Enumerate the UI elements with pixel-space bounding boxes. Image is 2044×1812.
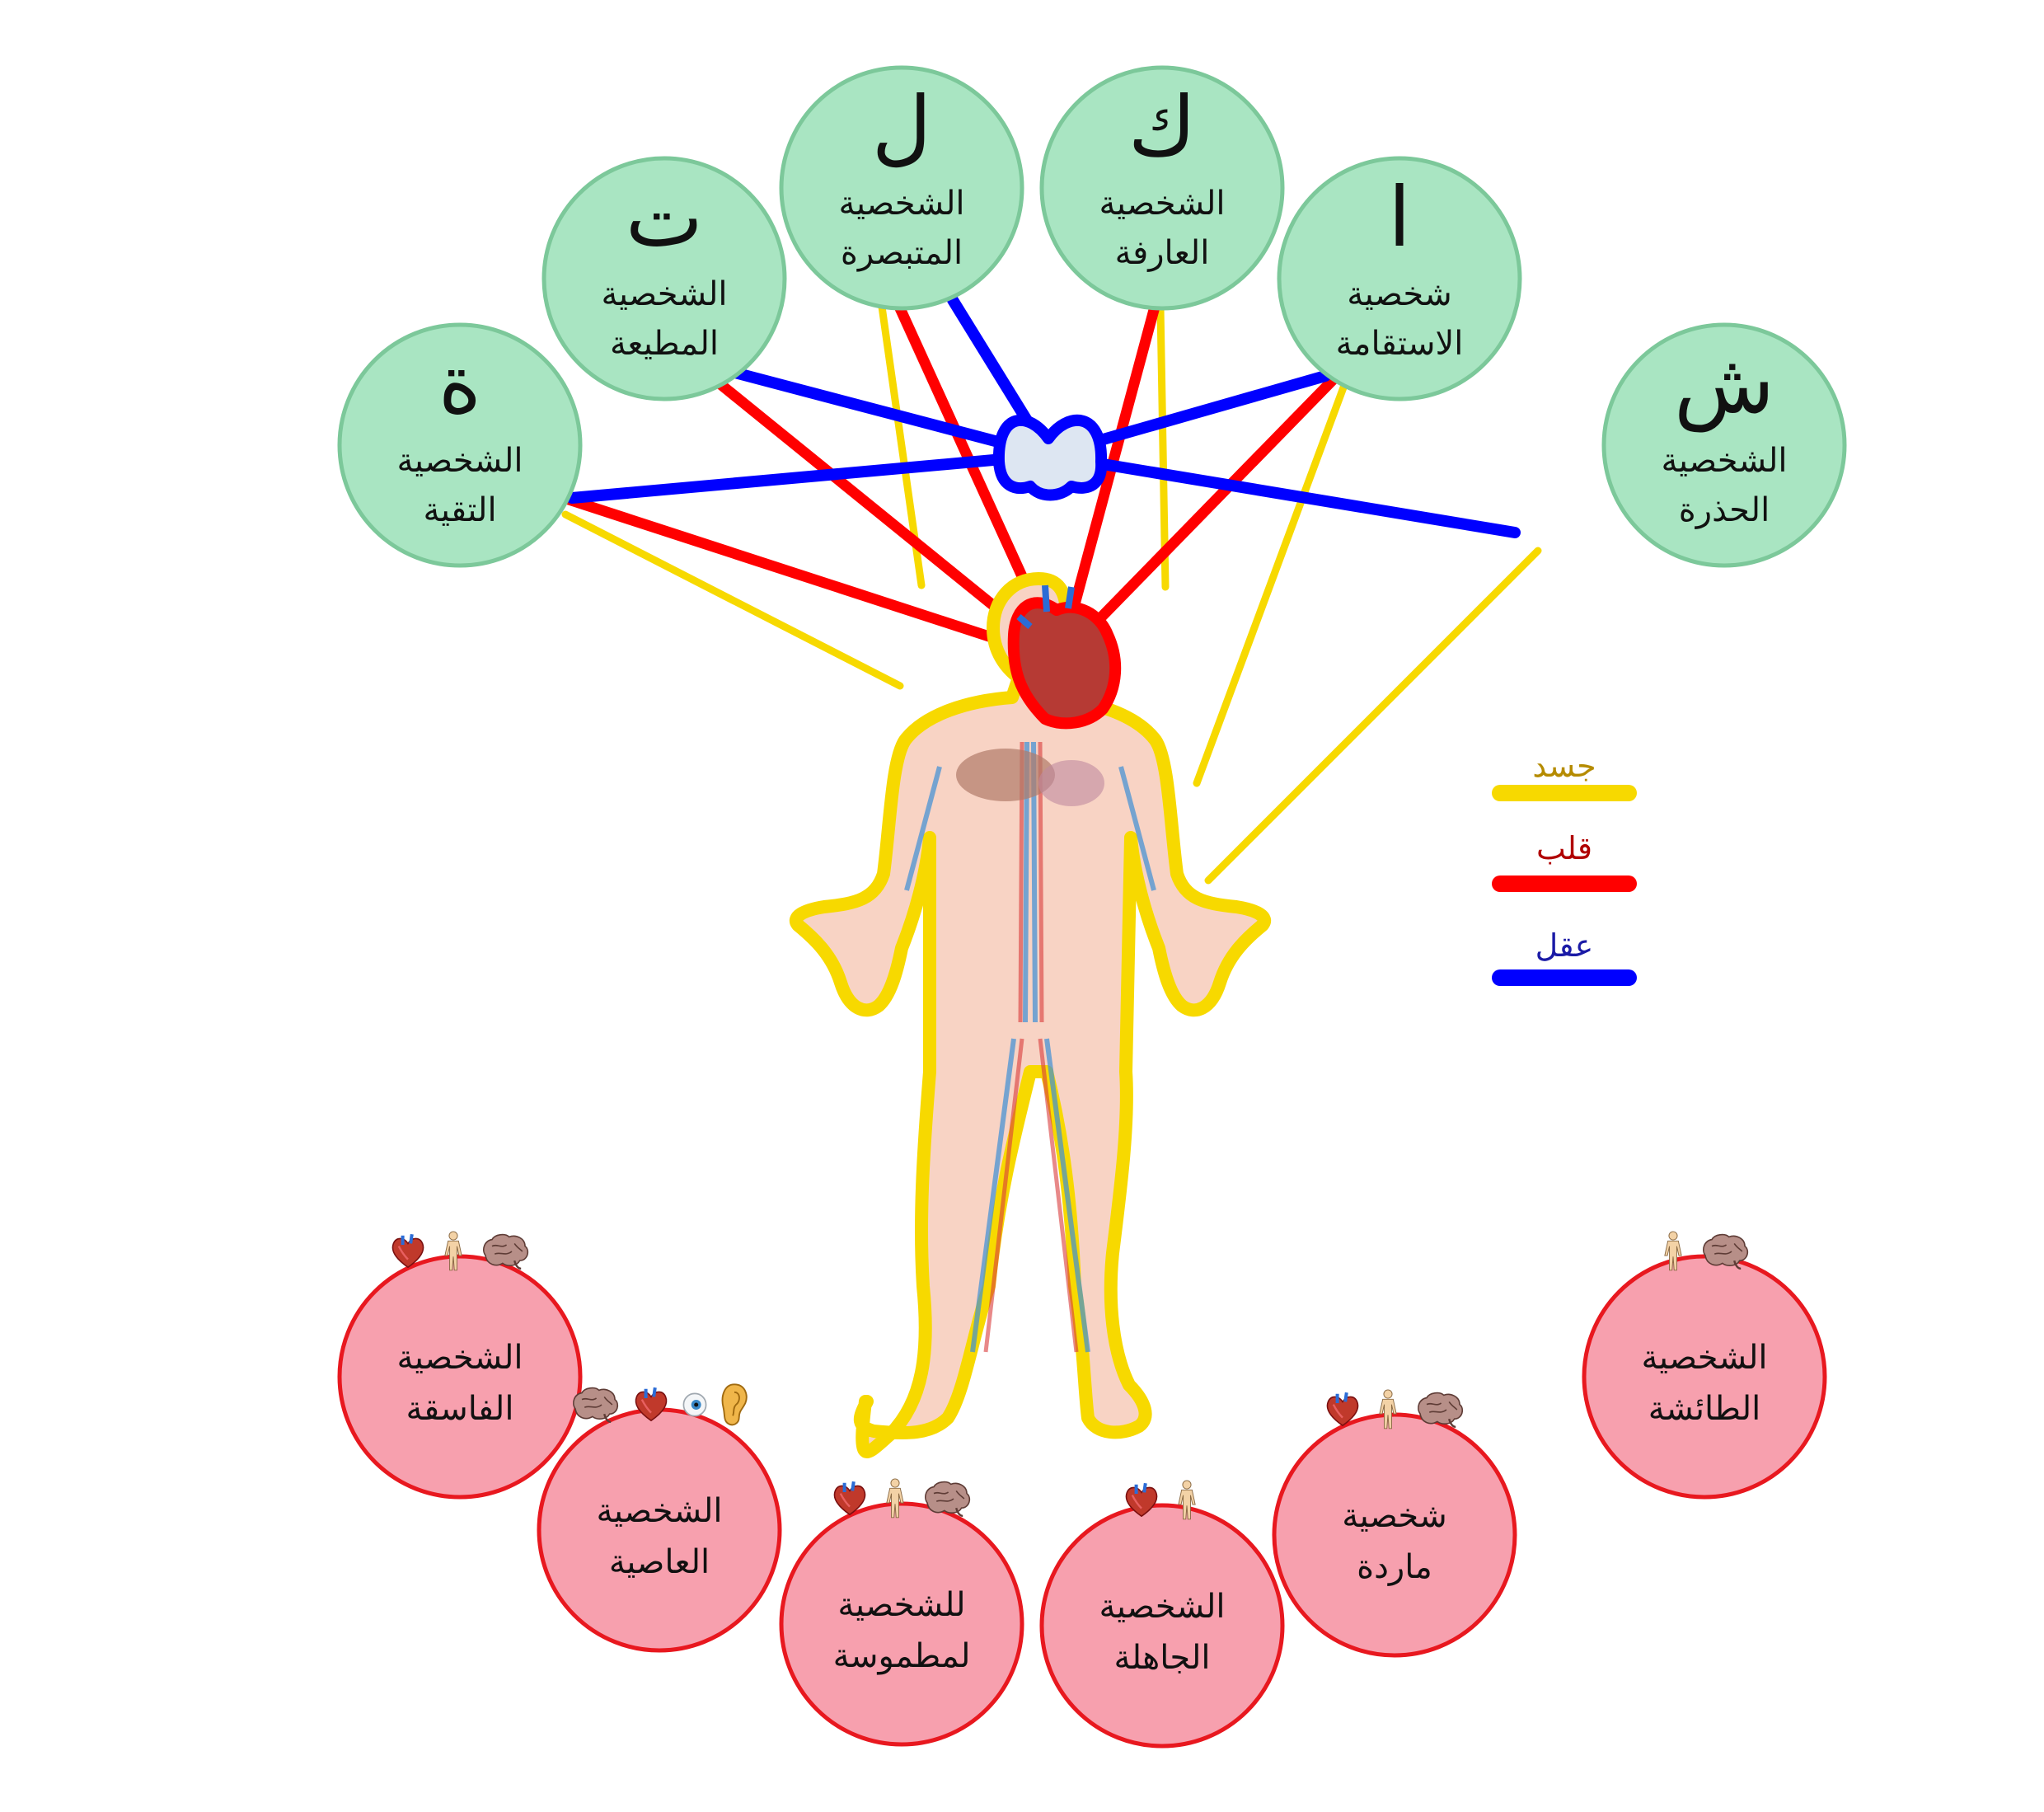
personality-label-line2: الفاسقة — [406, 1390, 514, 1428]
personality-letter: ة — [438, 336, 481, 432]
personality-label-line2: العاصية — [609, 1543, 710, 1581]
personality-label-line1: شخصية — [1347, 275, 1452, 313]
good-circle-shape — [1039, 65, 1285, 311]
good-personality-circle: ش الشخصية الحذرة — [1601, 322, 1847, 568]
bad-circle-shape — [1039, 1503, 1285, 1749]
personality-label-line2: التقية — [423, 491, 496, 529]
good-circle-shape — [1277, 156, 1522, 401]
connection-line-heart — [1054, 304, 1160, 665]
personality-label-line2: الاستقامة — [1336, 325, 1464, 363]
heart-outline — [1007, 597, 1122, 730]
good-personality-circle: ا شخصية الاستقامة — [1277, 156, 1522, 401]
personality-label-line1: للشخصية — [837, 1586, 965, 1624]
personality-label-line1: الشخصية — [1641, 1339, 1767, 1377]
brain-icon — [924, 1481, 971, 1518]
bad-personality-circles: الشخصية الفاسقة الشخصية العاصية للشخصية لمطمو… — [337, 1231, 1827, 1749]
vein-lines — [904, 741, 1156, 1353]
personality-label-line1: الشخصية — [396, 1339, 523, 1377]
connection-line-body — [1204, 547, 1542, 885]
personality-letter: ت — [626, 169, 703, 265]
good-personality-circle: ك الشخصية العارفة — [1039, 65, 1285, 311]
personality-label-line2: ماردة — [1357, 1548, 1432, 1586]
personality-letter: ا — [1388, 169, 1411, 265]
brain-icon — [482, 1233, 529, 1270]
stomach-organ — [1038, 760, 1104, 806]
personality-label-line2: الطائشة — [1648, 1390, 1761, 1428]
good-personality-circle: ة الشخصية التقية — [337, 322, 583, 568]
legend-heart-label: قلب — [1536, 830, 1592, 866]
good-personality-circle: ل الشخصية المتبصرة — [779, 65, 1024, 311]
personality-label-line1: الشخصية — [1661, 442, 1787, 480]
connection-line-body — [561, 510, 904, 690]
good-circle-shape — [1601, 322, 1847, 568]
personality-label-line1: الشخصية — [838, 185, 964, 223]
good-circle-shape — [541, 156, 787, 401]
legend-body-label: جسد — [1532, 748, 1596, 784]
artery-lines — [983, 741, 1079, 1353]
eye-icon — [682, 1392, 707, 1417]
bad-personality-circle: الشخصية العاصية — [537, 1383, 782, 1653]
ear-icon — [721, 1383, 748, 1426]
bad-personality-circle: شخصية ماردة — [1272, 1389, 1517, 1658]
personality-letter: ش — [1674, 336, 1774, 432]
good-personality-circle: ت الشخصية المطيعة — [541, 156, 787, 401]
liver-organ — [956, 749, 1055, 801]
good-circle-shape — [779, 65, 1024, 311]
personality-letter: ك — [1128, 78, 1196, 175]
connection-line-mind — [1043, 449, 1521, 538]
personality-label-line1: شخصية — [1342, 1497, 1447, 1535]
good-circle-shape — [337, 322, 583, 568]
personality-letter: ل — [872, 78, 932, 175]
personality-label-line2: المتبصرة — [841, 234, 963, 272]
bad-circle-shape — [337, 1254, 583, 1500]
bad-circle-shape — [1272, 1412, 1517, 1658]
bad-circle-shape — [537, 1407, 782, 1653]
bad-circle-shape — [1582, 1254, 1827, 1500]
personality-label-line2: المطيعة — [610, 325, 719, 363]
good-personality-circles: ة الشخصية التقية ت الشخصية المطيعة ل الشخصية الم… — [337, 65, 1847, 568]
connection-line-body — [1193, 383, 1348, 787]
bad-personality-circle: الشخصية الجاهلة — [1039, 1480, 1285, 1749]
heart-vessels — [1016, 584, 1075, 630]
brain-icon — [1417, 1392, 1464, 1429]
connection-line-heart — [1054, 373, 1339, 665]
bad-personality-circle: الشخصية الطائشة — [1582, 1231, 1827, 1500]
brain-icon — [572, 1387, 619, 1424]
human-anatomy-figure — [790, 414, 1271, 1458]
personality-label-line1: الشخصية — [1099, 1588, 1225, 1626]
connection-line-mind — [566, 449, 1054, 504]
bad-personality-circle: الشخصية الفاسقة — [337, 1231, 583, 1500]
personality-label-line2: الجاهلة — [1113, 1639, 1210, 1677]
bad-circle-shape — [779, 1501, 1024, 1747]
connection-line-body — [1156, 304, 1170, 591]
bad-personality-circle: للشخصية لمطموسة — [779, 1478, 1024, 1747]
head-outline — [992, 414, 1108, 501]
legend-mind-label: عقل — [1535, 927, 1594, 964]
personality-label-line1: الشخصية — [396, 442, 523, 480]
personality-label-line2: العارفة — [1115, 234, 1210, 272]
connection-line-heart — [563, 494, 1066, 665]
legend: جسد قلب عقل — [1492, 748, 1637, 986]
personality-label-line1: الشخصية — [601, 275, 727, 313]
personality-label-line1: الشخصية — [1099, 185, 1225, 223]
personality-label-line2: لمطموسة — [833, 1637, 971, 1675]
personality-label-line2: الحذرة — [1679, 491, 1770, 529]
personality-label-line1: الشخصية — [596, 1492, 722, 1530]
